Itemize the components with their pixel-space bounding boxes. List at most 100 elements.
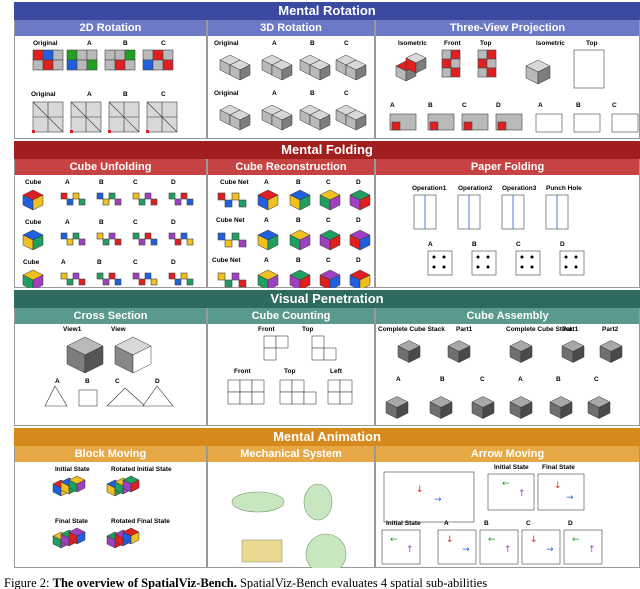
subpanel-illustration [219,54,367,131]
grid-tile [150,238,158,246]
arrow-icon: ↑ [504,545,512,555]
arrow-icon: ← [502,479,510,489]
count-grid-cell [227,391,241,405]
arrow-icon: ← [488,535,496,545]
option-label: D [356,257,361,264]
cube-illustration [309,109,331,131]
arrow-grid [437,529,477,565]
subpanel-title: Cross Section [15,308,206,324]
grid-tile [66,238,74,246]
grid-tile [441,67,452,78]
grid-tile [42,49,54,61]
option-label: C [133,179,138,186]
grid-tile [66,278,74,286]
cube-illustration [289,189,311,211]
option-label: Complete Cube Stack [506,326,573,333]
section-title: Mental Animation [14,428,640,446]
count-grid-cell [339,391,353,405]
grid-tile [78,278,86,286]
grid-tile [114,238,122,246]
cube-illustration [22,189,44,211]
answer-sheet [471,250,497,276]
subpanel-illustration: ↓→←↑↓→←↑↓→←↑↓→←↑ [381,471,603,565]
grid-tile [463,121,473,131]
option-label: Left [330,368,342,375]
grid-tile [224,279,233,288]
option-label: Front [234,368,251,375]
count-grid-cell [279,379,293,393]
grid-tile [72,272,80,280]
option-label: View [111,326,126,333]
grid-tile [132,232,140,240]
option-label: A [264,217,269,224]
grid-tile [217,232,226,241]
subpanel-arrow-moving: Arrow Moving↓→←↑↓→←↑↓→←↑↓→←↑Initial Stat… [375,446,640,568]
cube-illustration [66,336,104,374]
grid-tile [86,49,98,61]
option-label: B [428,102,433,109]
grid-tile [441,49,452,60]
count-grid-cell [275,335,289,349]
count-grid-cell [327,379,341,393]
cube-illustration [257,269,279,288]
count-grid-cell [227,379,241,393]
arrow-grid [537,473,585,511]
grid-tile [174,278,182,286]
cube-illustration [319,189,341,211]
cube-illustration [599,340,623,363]
subpanel-title: Mechanical System [208,446,374,462]
option-label: A [444,520,449,527]
subpanel-title: Cube Reconstruction [208,159,374,175]
grid-tile [66,198,74,206]
count-grid-cell [339,379,353,393]
grid-tile [104,59,116,71]
grid-tile [162,59,174,71]
arrow-grid [563,529,603,565]
arrow-icon: → [434,495,442,505]
grid-tile [152,49,164,61]
grid-tile [142,59,154,71]
subpanel-illustration [217,189,371,288]
option-label: A [390,102,395,109]
option-label: Initial State [55,466,90,473]
grid-tile [104,49,116,61]
cube-illustration [587,396,611,419]
grid-tile [238,279,247,288]
arrow-icon: ↓ [446,535,454,545]
grid-tile [144,272,152,280]
cube-illustration [68,527,86,545]
option-label: Operation1 [412,185,447,192]
option-label: Part2 [602,326,619,333]
count-grid-cell [251,379,265,393]
arrow-grid [521,529,561,565]
arrow-icon: ← [390,535,398,545]
subpanel-body [208,462,374,568]
option-label: D [171,219,176,226]
option-label: Part1 [562,326,579,333]
option-label: C [133,259,138,266]
projection-outline [573,113,601,133]
arrow-grid [381,529,421,565]
subpanel-title: 3D Rotation [208,20,374,36]
grid-tile [42,59,54,71]
option-label: Rotated Initial State [111,466,172,473]
subpanel-illustration [385,340,623,419]
subpanel-title: Three-View Projection [376,20,639,36]
grid-tile [180,232,188,240]
option-label: C [161,40,166,47]
cube-illustration [22,269,44,288]
arrow-grid [479,529,519,565]
grid-tile [76,49,88,61]
option-label: Original [31,91,56,98]
grid-tile [142,49,154,61]
cube-illustration [309,59,331,81]
gear-illustration [303,483,333,521]
option-label: A [87,91,92,98]
option-label: A [87,40,92,47]
cube-illustration [319,229,341,251]
